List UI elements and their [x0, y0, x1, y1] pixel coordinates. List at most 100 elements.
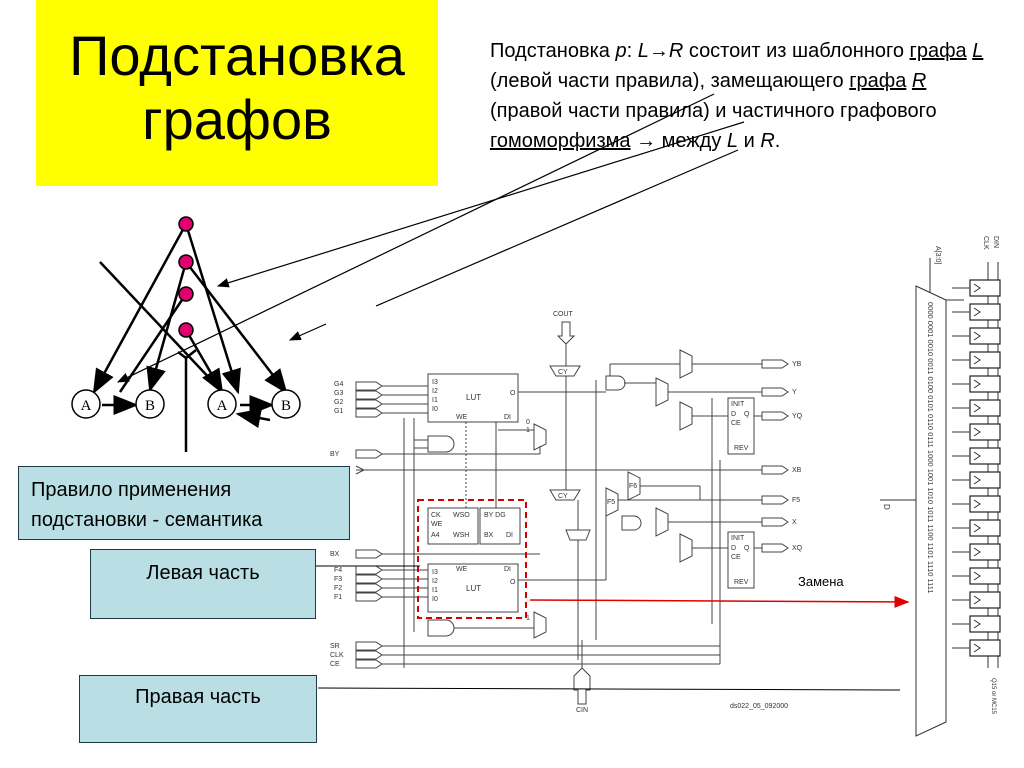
semantics-line-2: подстановки - семантика	[31, 509, 263, 531]
out-xb: XB	[792, 467, 802, 474]
memory-cell-clock	[973, 427, 981, 437]
ram-pin: WSO	[453, 512, 470, 519]
memory-cell-clock	[973, 595, 981, 605]
memory-cell	[969, 615, 1001, 633]
schematic-code: ds022_05_092000	[730, 703, 788, 710]
right-part-box: Правая часть	[79, 675, 317, 743]
memory-cell	[969, 543, 1001, 561]
node-a-2-label: A	[217, 398, 228, 414]
lut-bottom-label: LUT	[466, 584, 481, 593]
pin-f2: F2	[334, 585, 342, 592]
replace-label: Замена	[798, 574, 844, 589]
page-title: Подстановка графов	[36, 24, 438, 152]
lut-pin: I1	[432, 397, 438, 404]
pin-bx: BX	[330, 551, 340, 558]
node-a-1-label: A	[81, 398, 92, 414]
node-b-1-label: B	[145, 398, 155, 414]
lut-pin: I2	[432, 388, 438, 395]
memory-cell	[969, 303, 1001, 321]
lut-pin: I0	[432, 406, 438, 413]
ff-pin: D	[731, 411, 736, 418]
ff-pin: REV	[734, 579, 749, 586]
mem-address-label: A[3:0]	[934, 246, 941, 264]
memory-cell	[969, 351, 1001, 369]
selected-fragment-box	[417, 499, 527, 619]
lut-pin: O	[510, 579, 516, 586]
graph-edges	[92, 223, 288, 452]
title-background	[36, 0, 438, 186]
desc-part: состоит из шаблонного	[683, 40, 910, 62]
desc-part: (левой части правила), замещающего	[490, 70, 850, 92]
ff-pin: INIT	[731, 535, 745, 542]
out-x: X	[792, 519, 797, 526]
node-b-1	[135, 389, 165, 419]
memory-cell	[969, 423, 1001, 441]
link-graph-L[interactable]: L	[972, 40, 984, 62]
mem-din-label: DIN	[992, 236, 999, 248]
cy-label: CY	[558, 369, 568, 376]
memory-cell-clock	[973, 355, 981, 365]
desc-part: (правой части правила) и частичного граф…	[490, 100, 937, 122]
lut-pin: I3	[432, 379, 438, 386]
lut-pin: I2	[432, 578, 438, 585]
ff-pin: CE	[731, 554, 741, 561]
node-a-1	[71, 389, 101, 419]
title-line-2: графов	[142, 88, 332, 151]
ram-pin: BX	[484, 532, 494, 539]
desc-var: R	[760, 130, 775, 152]
graph-pink-nodes	[178, 216, 194, 338]
logic-schematic	[355, 321, 789, 705]
memory-cell	[969, 471, 1001, 489]
right-part-label: Правая часть	[135, 686, 261, 708]
desc-part: :	[626, 40, 638, 62]
lut-pin: I1	[432, 587, 438, 594]
memory-cell	[969, 375, 1001, 393]
memory-cell-clock	[973, 379, 981, 389]
pin-ce: CE	[330, 661, 340, 668]
memory-cell	[969, 495, 1001, 513]
link-graph-R[interactable]: R	[911, 70, 927, 92]
link-graph[interactable]: графа	[849, 70, 907, 92]
memory-cell	[969, 519, 1001, 537]
ram-pin: A4	[431, 532, 440, 539]
link-graph[interactable]: графа	[909, 40, 967, 62]
pin-g4: G4	[334, 381, 343, 388]
link-homomorphism[interactable]: гомоморфизма	[490, 130, 631, 152]
semantics-line-1: Правило применения	[31, 479, 232, 501]
lut-pin: I0	[432, 596, 438, 603]
cy-label: CY	[558, 493, 568, 500]
memory-cell-clock	[973, 403, 981, 413]
pointer-lines	[116, 93, 745, 383]
lut-pin: WE	[456, 566, 468, 573]
memory-cell	[969, 447, 1001, 465]
out-y: Y	[792, 389, 797, 396]
f5-label: F5	[607, 499, 615, 506]
lut-pin: I3	[432, 569, 438, 576]
node-b-2-label: B	[281, 398, 291, 414]
node-b-2	[271, 389, 301, 419]
ram-pin: CK	[431, 512, 441, 519]
desc-var: L	[726, 130, 739, 152]
node-a-2	[207, 389, 237, 419]
right-part-line	[317, 687, 901, 691]
cout-label: COUT	[553, 311, 574, 318]
memory-cell-clock	[973, 499, 981, 509]
lut-pin: O	[510, 390, 516, 397]
memory-cell	[969, 567, 1001, 585]
lut-pin: DI	[504, 414, 511, 421]
pin-g1: G1	[334, 408, 343, 415]
memory-cell-clock	[973, 307, 981, 317]
semantics-box: Правило применения подстановки - семанти…	[18, 466, 350, 540]
replace-arrow	[529, 595, 910, 608]
schematic-labels: G4 G3 G2 G1 BY BX F4 F3 F2 F1 SR CLK CE …	[330, 311, 803, 714]
ram-pin: WE	[431, 521, 443, 528]
ram-pin: WSH	[453, 532, 469, 539]
pin-g3: G3	[334, 390, 343, 397]
memory-cell	[969, 399, 1001, 417]
left-part-label: Левая часть	[146, 562, 260, 584]
ff-pin: D	[731, 545, 736, 552]
pin-sr: SR	[330, 643, 340, 650]
lut-top-label: LUT	[466, 393, 481, 402]
pin-g2: G2	[334, 399, 343, 406]
